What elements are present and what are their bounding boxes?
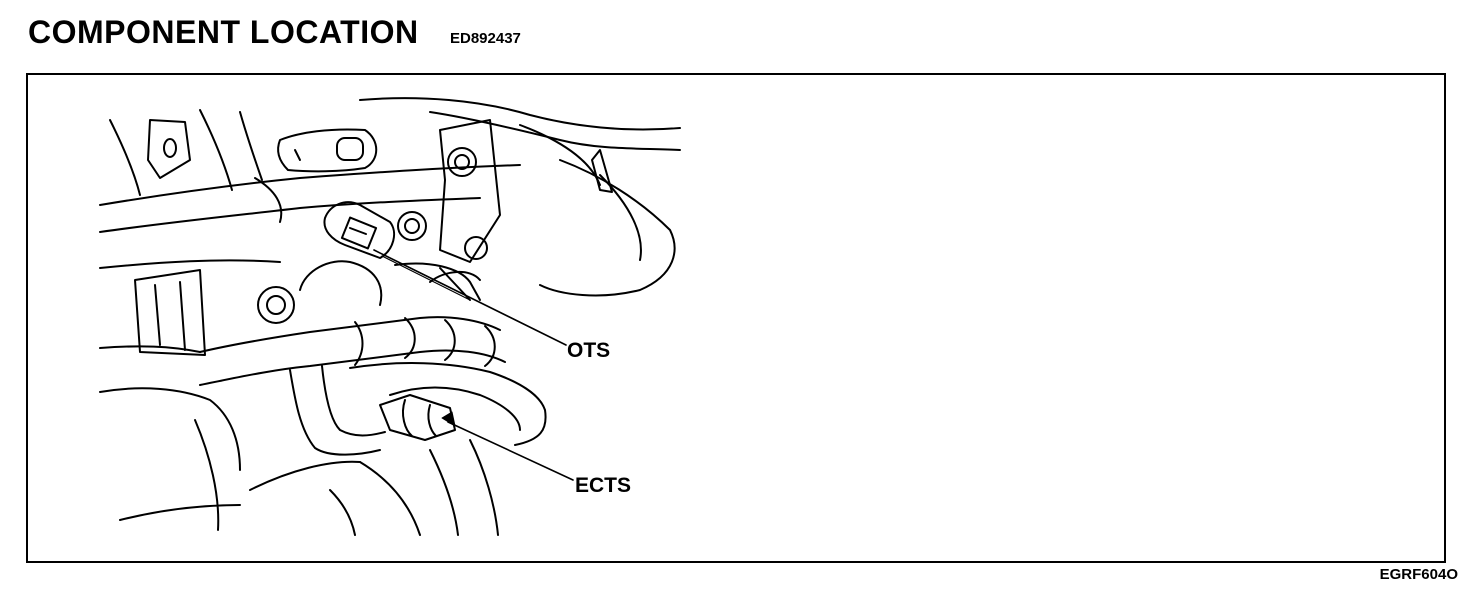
document-code: ED892437 <box>450 30 521 47</box>
callout-ects-label: ECTS <box>575 474 632 497</box>
figure-frame <box>26 73 1446 563</box>
page-title: COMPONENT LOCATION <box>28 14 419 50</box>
figure-code: EGRF604O <box>1379 566 1458 583</box>
callout-ots-label: OTS <box>567 339 611 362</box>
